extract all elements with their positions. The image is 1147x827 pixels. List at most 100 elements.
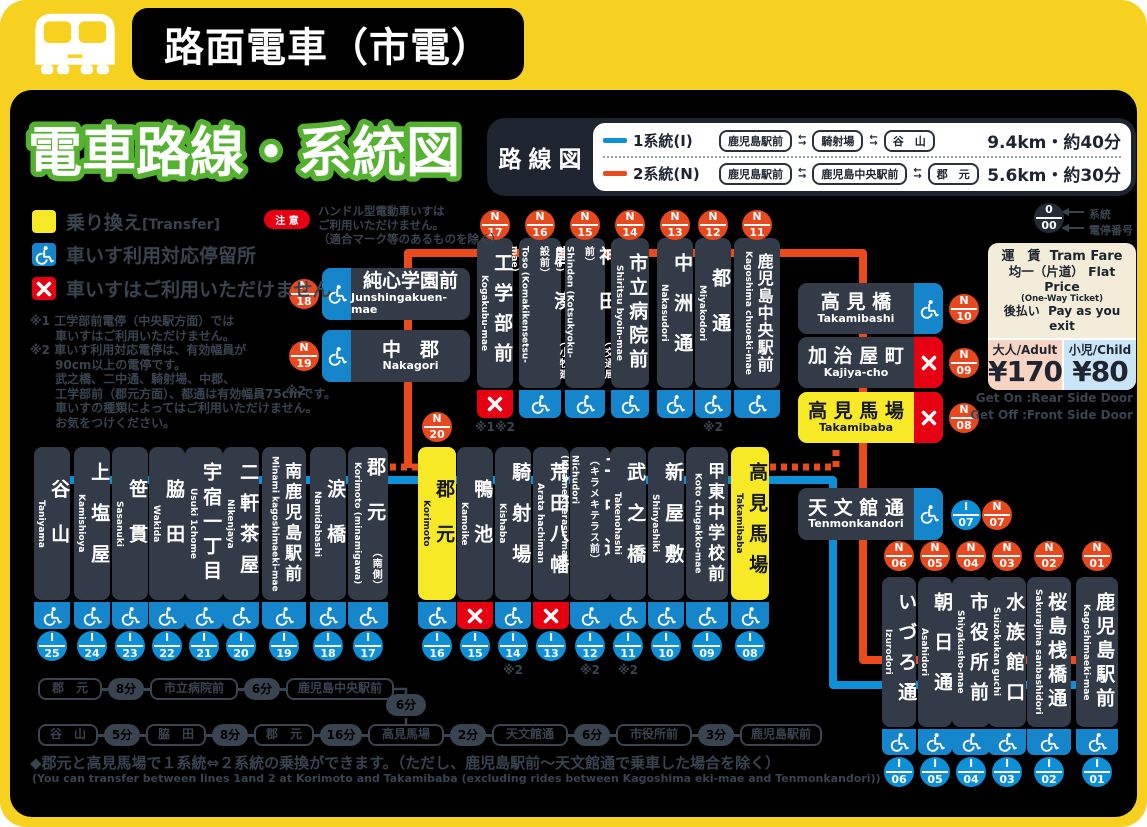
terminus-pill: 鹿児島駅前: [719, 162, 792, 185]
fare-head: 運 賃 Tram Fare 均一（片道） Flat Price (One-Way…: [1001, 249, 1123, 333]
station-kanji: 鹿児島駅前: [1093, 592, 1116, 712]
wheelchair-icon: [580, 606, 600, 626]
station-romaji: Arata hachiman: [535, 483, 546, 564]
legend-transfer-label: 乗り換え[Transfer]: [66, 212, 220, 234]
map-title-text: 電車路線・系統図: [28, 121, 460, 184]
terminus-pill: 谷 山: [883, 129, 935, 152]
accessibility-badge: [112, 602, 148, 629]
station-kanji: 脇田: [163, 478, 186, 569]
chain-time: 6分: [574, 724, 610, 746]
station-kanji: 騎射場: [509, 462, 532, 585]
station-kanji-sub: （交通局前）: [582, 246, 614, 380]
station-romaji: Suizokukan guchi: [991, 607, 1002, 697]
fare-box: 運 賃 Tram Fare 均一（片道） Flat Price (One-Way…: [988, 243, 1136, 390]
accessibility-badge: [611, 390, 649, 418]
accessibility-badge: [495, 602, 531, 629]
chain-station: 天文館通: [492, 724, 568, 746]
station-kanji-sub: （南側）: [370, 546, 382, 591]
accessibility-badge: [914, 488, 943, 540]
wheelchair-icon: [665, 394, 685, 414]
station-romaji: Kishaba: [497, 503, 508, 544]
station-kanji: 天 文 館 通: [808, 496, 904, 519]
station-romaji: Shinden (Kotsukyoku-mae): [554, 246, 575, 358]
chain-link: [98, 733, 106, 737]
station-romaji: Shinyashiki: [650, 494, 661, 553]
station-kanji-sub: （キラメキテラス前）: [587, 455, 599, 565]
wheelchair-icon: [740, 606, 760, 626]
note-line: 武之橋、二中通、騎射場、中郡、: [30, 372, 236, 386]
station-kanji: 新屋敷: [662, 462, 685, 585]
chain-time: 16分: [320, 724, 362, 746]
map-title: 電車路線・系統図: [23, 116, 466, 190]
wheelchair-icon: [997, 732, 1017, 752]
wheelchair-icon: [889, 732, 909, 752]
chain-time-connector: 6分: [386, 694, 426, 716]
note-line: ※1 工学部前電停（中央駅方面）では: [30, 314, 235, 328]
station-kanji: 荒田八幡: [547, 462, 570, 585]
accessibility-badge: [223, 602, 259, 629]
station-romaji: Miyakodori: [697, 284, 708, 342]
accessibility-badge: [149, 602, 185, 629]
station-romaji: Kajiya-cho: [823, 365, 889, 379]
chain-link: [238, 687, 246, 691]
wheelchair-icon: [157, 606, 177, 626]
station-romaji: Nakagori: [382, 359, 439, 373]
both-directions-arrow: ← →: [869, 131, 878, 149]
accessibility-badge: [565, 390, 605, 418]
accessibility-badge: [918, 729, 952, 755]
station-romaji: Kogakubu-mae: [479, 274, 490, 352]
accessibility-badge: [686, 602, 728, 629]
chain-station: 脇 田: [146, 724, 206, 746]
chain-link: [144, 687, 152, 691]
wheelchair-icon: [427, 606, 447, 626]
station-romaji: Sasanuki: [114, 500, 125, 547]
accessibility-badge: [34, 602, 70, 629]
accessibility-notes: ※1 工学部前電停（中央駅方面）では 車いすはご利用いただけません。※2 車いす…: [30, 314, 336, 430]
chain-link: [206, 733, 214, 737]
no-wheelchair-icon: [485, 394, 505, 414]
child-fare: 小児/Child¥80: [1063, 340, 1136, 390]
chain-station: 郡 元: [38, 678, 102, 700]
wheelchair-icon: [925, 732, 945, 752]
station-kanji: 加 治 屋 町: [808, 345, 904, 367]
wheelchair-icon: [530, 394, 550, 414]
accessibility-badge: [914, 392, 943, 443]
station-kanji: 上塩屋: [88, 462, 111, 585]
station-romaji: Kagoshimaeki-mae: [1081, 603, 1092, 701]
